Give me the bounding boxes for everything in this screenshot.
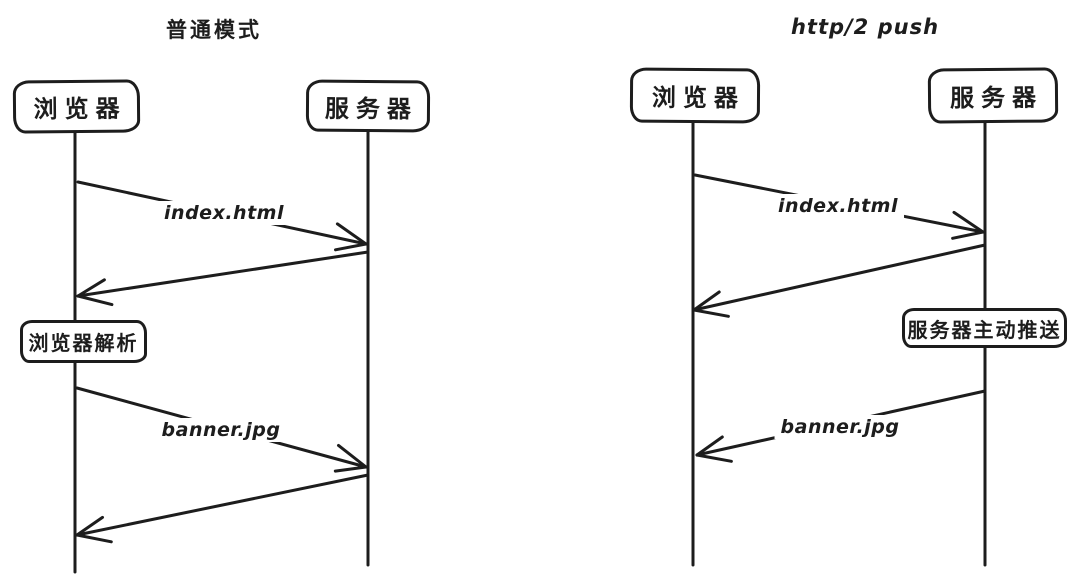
arrow-left-response-index-head <box>76 294 114 307</box>
arrow-left-response-index <box>76 250 370 298</box>
arrow-right-response-index <box>692 243 987 312</box>
note-browser-parse-label: 浏览器解析 <box>28 331 139 355</box>
note-browser-parse: 浏览器解析 <box>20 320 147 363</box>
message-label-left-index-html: index.html <box>158 201 290 225</box>
arrow-right-push-banner-head <box>695 435 724 457</box>
arrow-right-response-index-head <box>692 290 721 312</box>
actor-label-left-server: 服务器 <box>324 94 419 123</box>
message-label-left-banner-jpg: banner.jpg <box>155 418 287 442</box>
actor-box-left-browser: 浏览器 <box>12 79 141 134</box>
actor-box-right-server: 服务器 <box>927 67 1059 124</box>
actor-label-left-browser: 浏览器 <box>33 94 127 124</box>
note-server-push-label: 服务器主动推送 <box>907 317 1062 342</box>
arrow-left-request-banner-head <box>337 443 368 469</box>
actor-label-right-browser: 浏览器 <box>651 83 746 113</box>
arrow-left-request-index-head <box>334 242 368 252</box>
arrow-right-request-index-head <box>952 210 985 234</box>
message-label-right-index-html: index.html <box>772 194 904 218</box>
arrow-left-request-banner-head <box>333 465 368 473</box>
actor-box-left-server: 服务器 <box>305 79 431 133</box>
arrow-left-response-banner <box>75 473 370 537</box>
arrow-left-request-index-head <box>335 222 368 246</box>
panel-title-http2-push: http/2 push <box>790 15 940 39</box>
actor-label-right-server: 服务器 <box>949 83 1044 113</box>
actor-box-right-browser: 浏览器 <box>629 67 761 124</box>
arrow-right-push-banner-head <box>695 453 733 463</box>
message-label-right-banner-jpg: banner.jpg <box>774 415 906 439</box>
arrow-right-request-index-head <box>951 230 985 240</box>
arrow-left-response-index-head <box>76 278 106 298</box>
note-server-push: 服务器主动推送 <box>902 308 1067 348</box>
panel-title-normal-mode: 普通模式 <box>166 18 262 42</box>
arrow-left-response-banner-head <box>75 515 104 537</box>
arrow-left-response-banner-head <box>75 533 113 544</box>
arrow-right-response-index-head <box>692 308 730 318</box>
